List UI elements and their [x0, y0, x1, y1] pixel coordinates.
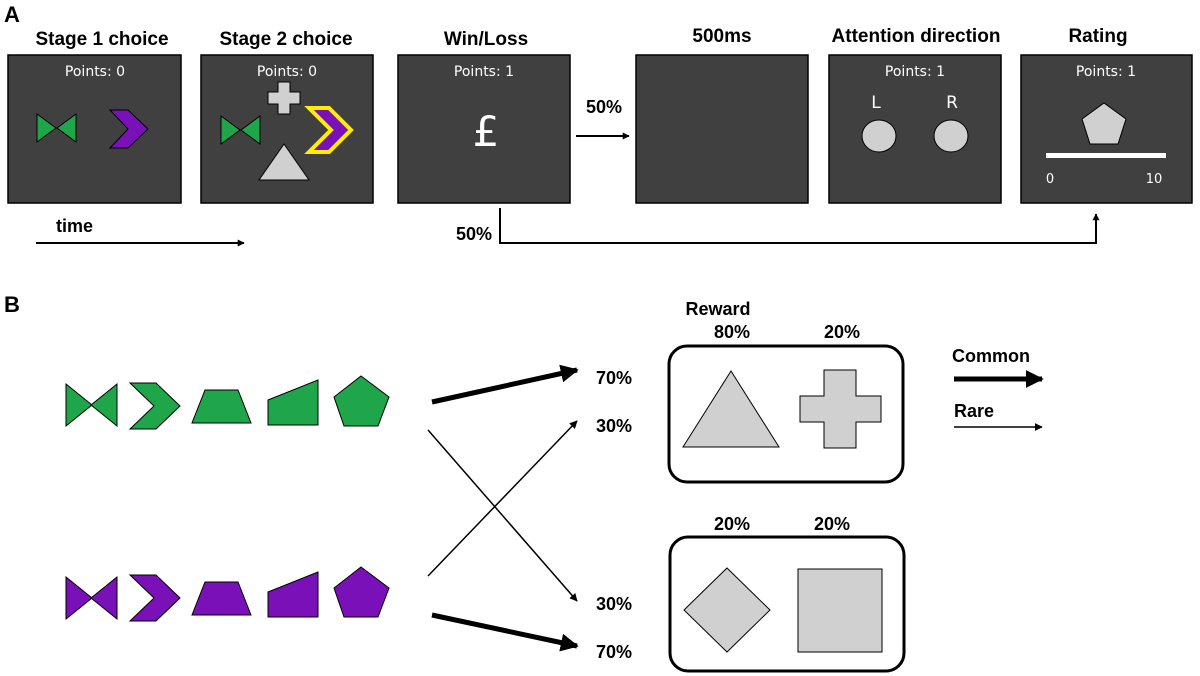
- panel-a-letter: A: [4, 2, 20, 27]
- green-rare-pct: 30%: [596, 594, 632, 614]
- bowtie-green-icon: [36, 113, 57, 143]
- screen-title: Win/Loss: [444, 29, 528, 50]
- diamond-icon: [683, 567, 771, 653]
- screen-title: Attention direction: [832, 26, 1001, 47]
- cross-icon: [799, 369, 882, 449]
- points-text: Points: 1: [885, 64, 945, 80]
- wedge-purple-icon: [267, 571, 319, 618]
- right-label: R: [946, 93, 958, 113]
- triangle-icon: [682, 370, 780, 448]
- branch-lower-arrow: [499, 208, 1100, 244]
- triangle-icon: [258, 143, 310, 181]
- wedge-green-icon: [267, 379, 319, 426]
- legend-rare-label: Rare: [954, 401, 994, 421]
- scale-min-label: 0: [1046, 172, 1054, 187]
- branch-lower-label: 50%: [456, 224, 492, 244]
- chevron-purple-icon: [108, 109, 149, 149]
- panel-b-letter: B: [4, 292, 20, 317]
- green-stimuli-row: [65, 375, 390, 430]
- square-icon: [797, 568, 883, 653]
- legend-common-label: Common: [952, 346, 1030, 366]
- arrow-green-common: [431, 364, 579, 405]
- top-right-reward-pct: 20%: [824, 322, 860, 342]
- chevron-purple-highlighted-icon: [304, 106, 354, 154]
- pentagon-green-icon: [333, 375, 390, 427]
- bowtie-green-icon: [65, 382, 93, 428]
- purple-common-pct: 70%: [596, 642, 632, 662]
- points-text: Points: 1: [1076, 64, 1136, 80]
- right-circle: [933, 119, 969, 153]
- left-circle: [861, 119, 897, 153]
- time-label: time: [56, 216, 93, 236]
- pentagon-purple-icon: [333, 566, 390, 618]
- arrow-purple-common: [431, 612, 579, 652]
- bowtie-purple-icon: [65, 575, 93, 621]
- chevron-purple-icon: [128, 574, 181, 622]
- screen-win-loss: Win/Loss Points: 1 £: [397, 29, 571, 204]
- green-common-pct: 70%: [596, 368, 632, 388]
- screen-attention: Attention direction Points: 1 L R: [828, 26, 1002, 204]
- bottom-left-reward-pct: 20%: [714, 514, 750, 534]
- top-left-reward-pct: 80%: [714, 322, 750, 342]
- cross-icon: [267, 81, 301, 115]
- purple-rare-pct: 30%: [596, 416, 632, 436]
- points-text: Points: 1: [454, 64, 514, 80]
- left-label: L: [871, 93, 881, 113]
- screen-title: Rating: [1068, 26, 1127, 47]
- purple-stimuli-row: [65, 566, 390, 622]
- screen-title: 500ms: [692, 26, 751, 47]
- reward-label: Reward: [685, 299, 750, 319]
- screen-title: Stage 2 choice: [219, 29, 352, 50]
- points-text: Points: 0: [257, 64, 317, 80]
- points-text: Points: 0: [65, 64, 125, 80]
- scale-max-label: 10: [1146, 172, 1163, 187]
- chevron-green-icon: [128, 382, 181, 430]
- bowtie-green-icon: [220, 115, 241, 145]
- trapezoid-purple-icon: [191, 581, 252, 616]
- screen-stage2: Stage 2 choice Points: 0: [200, 29, 374, 204]
- trapezoid-green-icon: [191, 389, 252, 424]
- screen-500ms: 500ms: [635, 26, 809, 204]
- screen-stage1: Stage 1 choice Points: 0: [7, 29, 182, 204]
- arrow-green-rare: [427, 429, 578, 602]
- rating-scale-bar: [1046, 153, 1166, 158]
- screen-title: Stage 1 choice: [35, 29, 168, 50]
- bottom-right-reward-pct: 20%: [814, 514, 850, 534]
- branch-upper-label: 50%: [586, 97, 622, 117]
- arrow-purple-rare: [427, 420, 578, 577]
- screen-rating: Rating Points: 1 0 10: [1020, 26, 1193, 204]
- pentagon-icon: [1081, 102, 1127, 145]
- pound-icon: £: [473, 107, 500, 156]
